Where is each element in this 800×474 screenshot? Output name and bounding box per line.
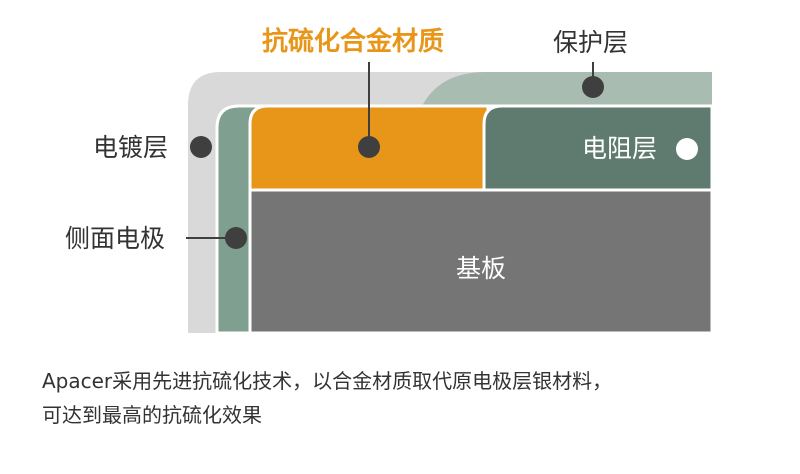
alloy-material-label: 抗硫化合金材质 [262,27,445,57]
substrate-label: 基板 [456,254,507,283]
substrate-shape [248,188,714,335]
resistor-layer-label: 电阻层 [582,134,658,163]
resistor-layer-shape [482,104,714,192]
caption-line-1: Apacer采用先进抗硫化技术，以合金材质取代原电极层银材料， [42,369,613,393]
protective-layer-shape [422,72,712,106]
caption: Apacer采用先进抗硫化技术，以合金材质取代原电极层银材料， 可达到最高的抗硫… [42,364,782,432]
plating-marker [190,136,212,158]
plating-layer-label: 电镀层 [93,133,169,162]
resistor-marker [676,138,698,160]
protective-marker [582,76,604,98]
caption-line-2: 可达到最高的抗硫化效果 [42,403,262,427]
right-edge-mask [712,60,800,350]
side-electrode-marker [225,227,247,249]
protective-layer-label: 保护层 [553,28,629,57]
alloy-marker [358,136,380,158]
side-electrode-label: 侧面电极 [65,224,166,253]
